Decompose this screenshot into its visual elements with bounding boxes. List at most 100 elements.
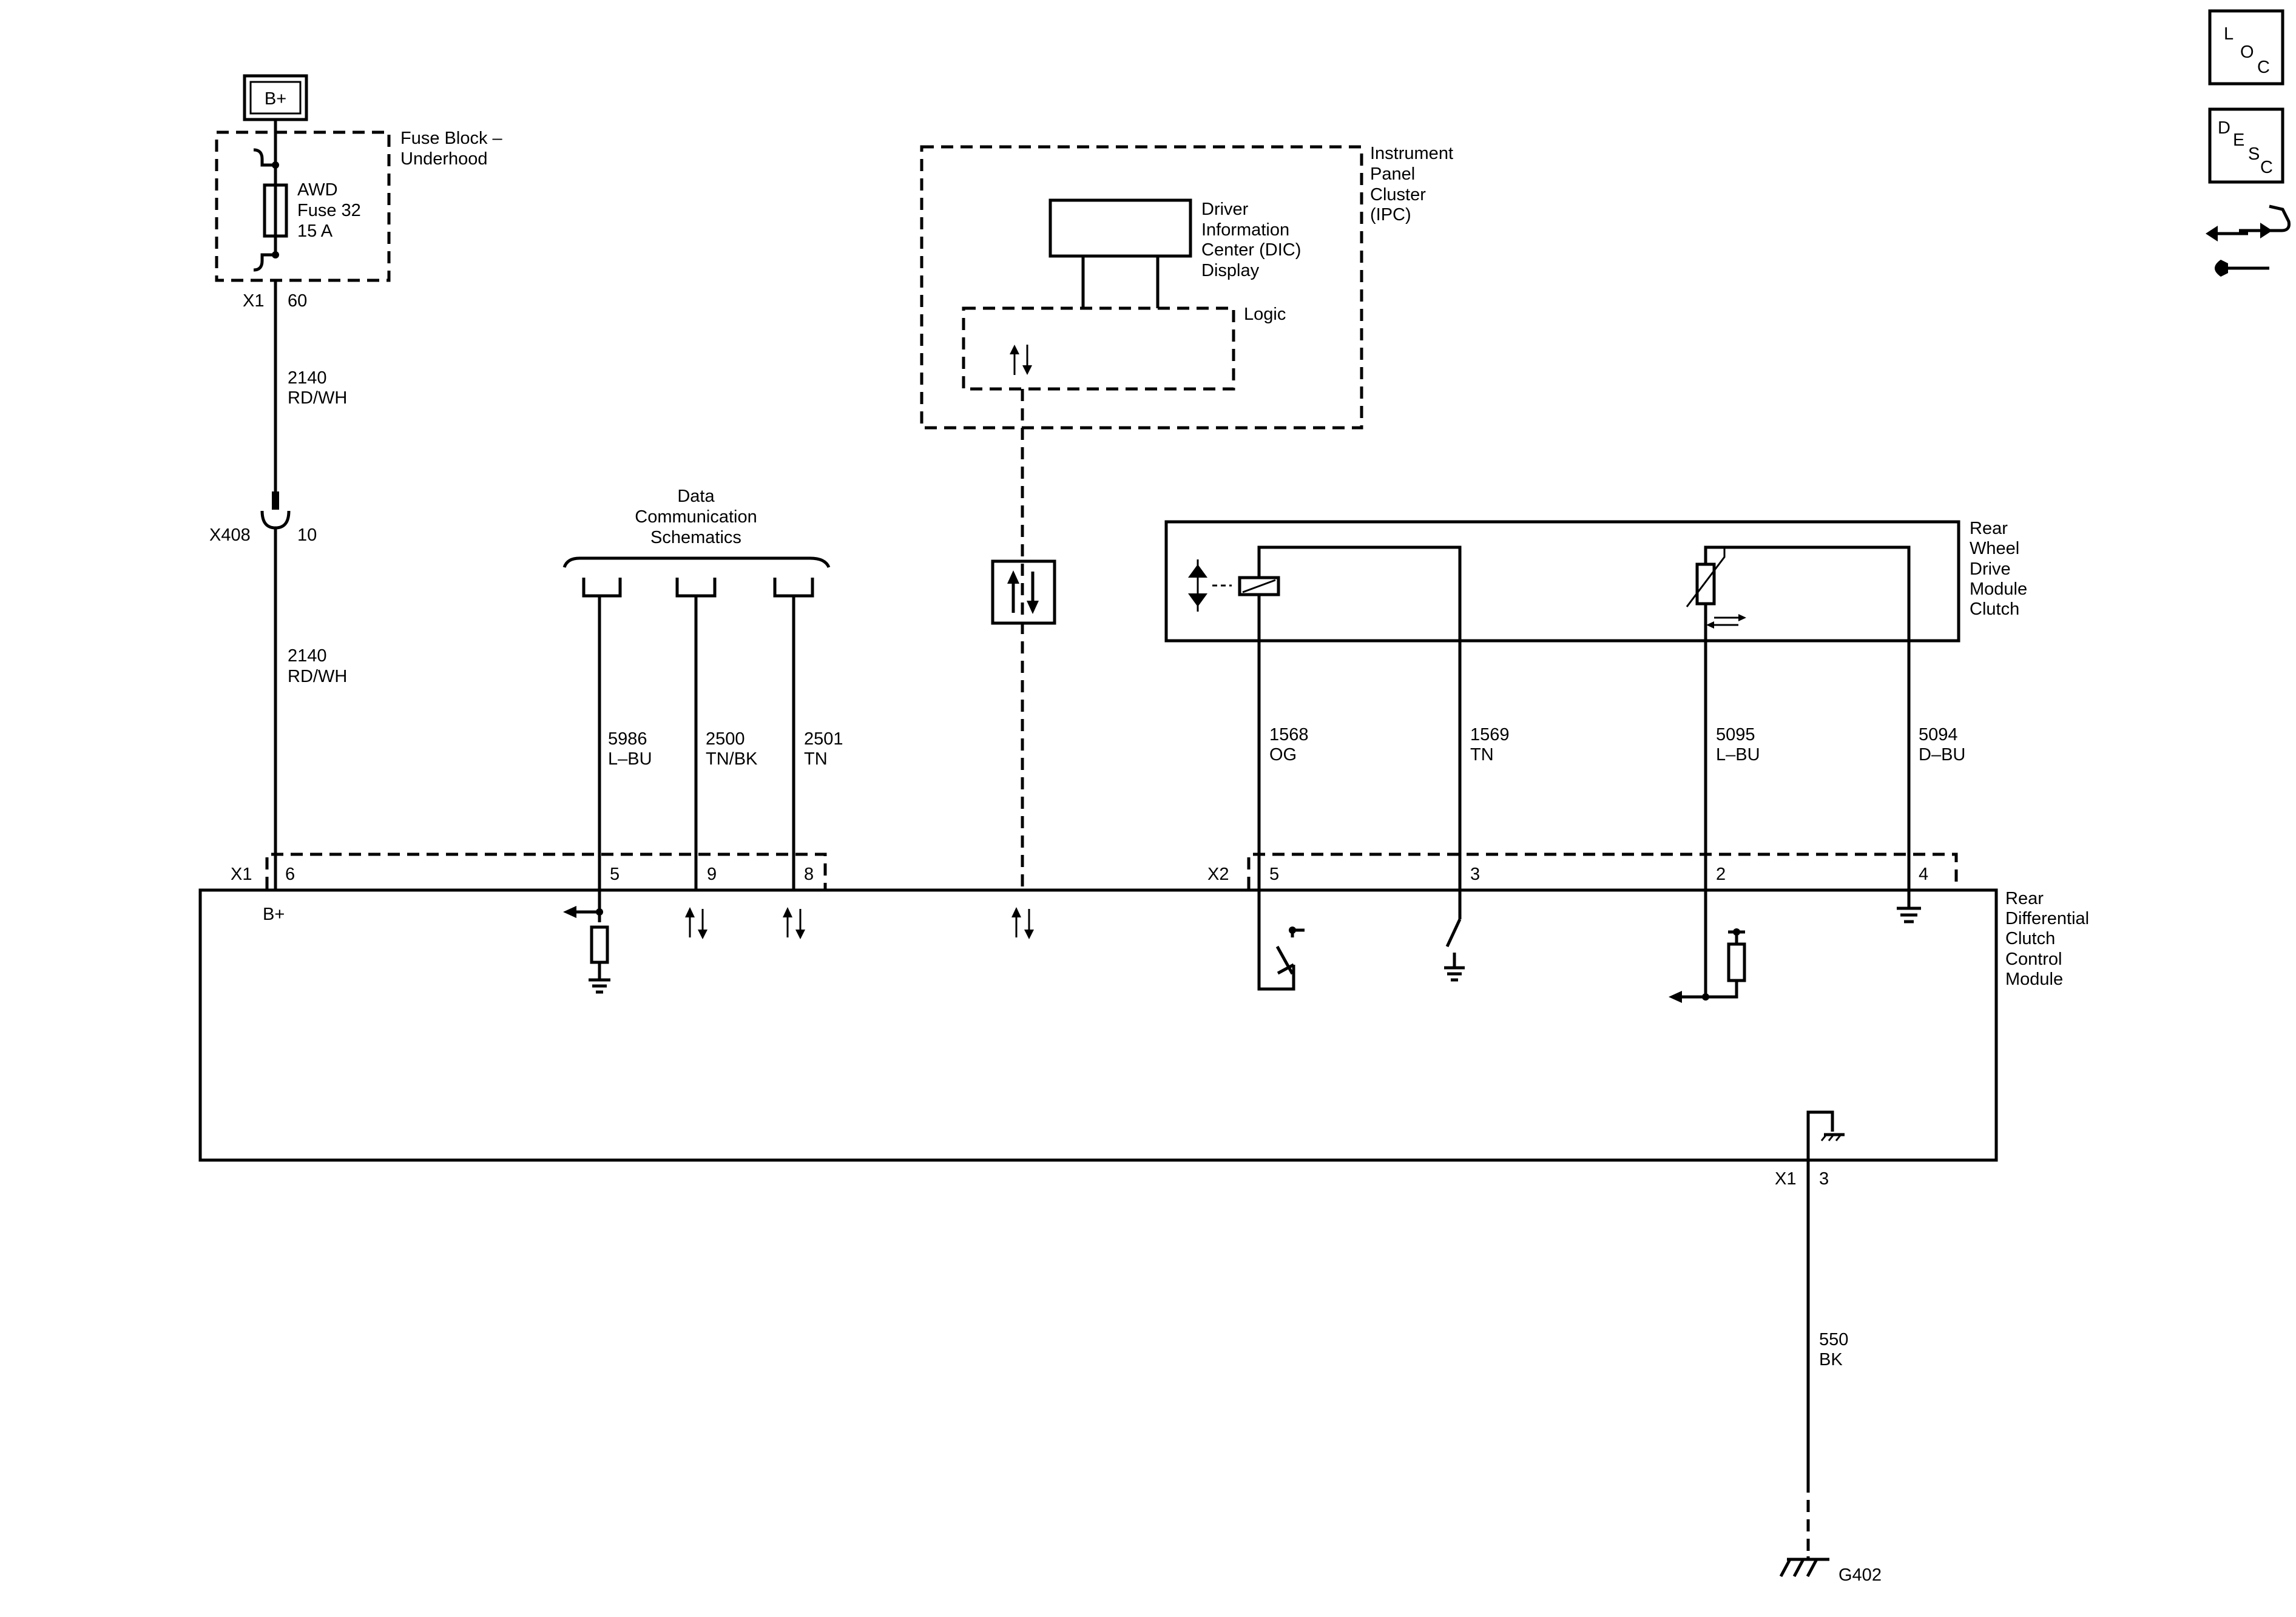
description-icon[interactable]: D E S C: [2208, 107, 2284, 184]
loc-letter-c: C: [2257, 58, 2270, 77]
wire-2140-lower-color: RD/WH: [288, 667, 347, 686]
fuse-pin-label: 60: [288, 291, 307, 311]
ground-g402-label: G402: [1838, 1565, 1882, 1585]
dic-label-line4: Display: [1201, 261, 1260, 280]
wire-5094-circuit: 5094: [1919, 725, 1958, 744]
wire-2140-upper-color: RD/WH: [288, 388, 347, 408]
dic-label-line1: Driver: [1201, 200, 1249, 219]
fuse-connector-label: X1: [243, 291, 264, 311]
pin5-input-circuit: [563, 890, 610, 994]
module-chassis-ground: [1806, 1110, 1845, 1160]
location-icon[interactable]: L O C: [2208, 9, 2284, 86]
wire-550-color: BK: [1819, 1350, 1843, 1369]
wire-2140-upper-circuit: 2140: [288, 368, 327, 388]
ipc-name-line2: Panel: [1370, 164, 1415, 184]
module-name-line5: Module: [2005, 970, 2063, 989]
battery-positive-source: B+: [243, 74, 308, 121]
x1-pin-8: 8: [804, 865, 814, 884]
wire-5094-color: D–BU: [1919, 745, 1965, 765]
wire-5986-color: L–BU: [608, 749, 652, 769]
serial-data-internal-icon: [1011, 907, 1034, 939]
clutch-name-line5: Clutch: [1970, 599, 2019, 619]
ipc-name-line3: Cluster: [1370, 185, 1426, 204]
wire-550-circuit: 550: [1819, 1330, 1848, 1349]
serial-data-symbol: [991, 559, 1056, 625]
desc-letter-c: C: [2260, 158, 2273, 177]
ground-pin-label: 3: [1819, 1169, 1829, 1189]
desc-letter-s: S: [2248, 144, 2260, 164]
ipc-logic-box: [962, 306, 1235, 391]
clutch-name-line1: Rear: [1970, 519, 2008, 538]
repair-tools-icon[interactable]: [2206, 204, 2291, 277]
variable-resistor-icon: [1686, 547, 1746, 629]
wire-2500-circuit: 2500: [706, 729, 745, 749]
clutch-name-line4: Module: [1970, 579, 2027, 599]
rear-differential-clutch-control-module: Rear Differential Clutch Control Module …: [198, 888, 2089, 1162]
fuse-block-name-line2: Underhood: [400, 149, 488, 169]
ipc-name-line4: (IPC): [1370, 205, 1411, 224]
desc-letter-e: E: [2233, 130, 2244, 150]
inline-connector-x408: [260, 491, 291, 530]
data-comm-line1: Data: [677, 487, 715, 506]
wire-5095-color: L–BU: [1716, 745, 1760, 765]
instrument-panel-cluster: Instrument Panel Cluster (IPC) Driver In…: [920, 144, 1453, 430]
dic-label-line2: Information: [1201, 220, 1289, 240]
b-plus-label: B+: [265, 89, 286, 109]
x1-pin-6: 6: [285, 865, 295, 884]
module-name-line1: Rear: [2005, 889, 2044, 908]
wire-1568-circuit: 1568: [1269, 725, 1309, 744]
x2-pin-2: 2: [1716, 865, 1726, 884]
fuse-label-line1: AWD: [297, 180, 338, 200]
clutch-name-line3: Drive: [1970, 559, 2011, 579]
clutch-high-side-switch: [1257, 890, 1305, 991]
pin8-data-icon: [783, 907, 805, 939]
wire-2140-lower-circuit: 2140: [288, 646, 327, 666]
pin9-data-icon: [685, 907, 707, 939]
module-name-line2: Differential: [2005, 909, 2089, 928]
connector-x1-label: X1: [231, 865, 252, 884]
desc-letter-d: D: [2218, 118, 2230, 138]
ipc-logic-label: Logic: [1244, 305, 1286, 324]
fuse-label-line2: Fuse 32: [297, 201, 361, 220]
fuse-terminal-top: [253, 148, 275, 167]
rear-wheel-drive-module-clutch: Rear Wheel Drive Module Clutch: [1164, 519, 2027, 643]
dic-label-line3: Center (DIC): [1201, 240, 1301, 260]
fuse-block-name-line1: Fuse Block –: [400, 129, 502, 148]
connector-x1-outline: [265, 852, 827, 889]
ground-connector-label: X1: [1775, 1169, 1796, 1189]
x408-pin-label: 10: [297, 525, 317, 545]
wire-1568-color: OG: [1269, 745, 1297, 765]
module-b-plus-label: B+: [263, 905, 285, 924]
module-name-line3: Clutch: [2005, 929, 2055, 948]
data-communication-schematics-reference: Data Communication Schematics: [562, 487, 831, 598]
fuse-terminal-bottom: [253, 253, 275, 272]
x2-pin-5: 5: [1269, 865, 1279, 884]
wire-5095-circuit: 5095: [1716, 725, 1755, 744]
ipc-name-line1: Instrument: [1370, 144, 1453, 163]
data-comm-brace: [562, 556, 831, 569]
wire-2500-color: TN/BK: [706, 749, 758, 769]
dic-display-box: [1048, 198, 1192, 258]
x1-pin-5: 5: [610, 865, 620, 884]
module-name-line4: Control: [2005, 950, 2062, 969]
loc-letter-l: L: [2224, 24, 2234, 44]
wire-2501-color: TN: [804, 749, 828, 769]
loc-letter-o: O: [2240, 42, 2254, 62]
connector-x2-label: X2: [1207, 865, 1229, 884]
sensor-ground: [1897, 890, 1921, 923]
g402-chassis-ground-icon: [1779, 1556, 1829, 1578]
wire-5986-circuit: 5986: [608, 729, 647, 749]
fuse-label-line3: 15 A: [297, 221, 333, 241]
clutch-name-line2: Wheel: [1970, 539, 2019, 558]
x408-name-label: X408: [209, 525, 251, 545]
wire-1569-color: TN: [1470, 745, 1494, 765]
clutch-low-side-switch: [1444, 890, 1465, 982]
solenoid-coil-icon: [1188, 559, 1280, 612]
x2-pin-3: 3: [1470, 865, 1480, 884]
fuse-block-underhood: Fuse Block – Underhood AWD Fuse 32 15 A: [215, 129, 502, 282]
bidirectional-data-icon: [1010, 345, 1032, 375]
x1-pin-9: 9: [707, 865, 717, 884]
x2-pin-4: 4: [1919, 865, 1928, 884]
wire-1569-circuit: 1569: [1470, 725, 1510, 744]
